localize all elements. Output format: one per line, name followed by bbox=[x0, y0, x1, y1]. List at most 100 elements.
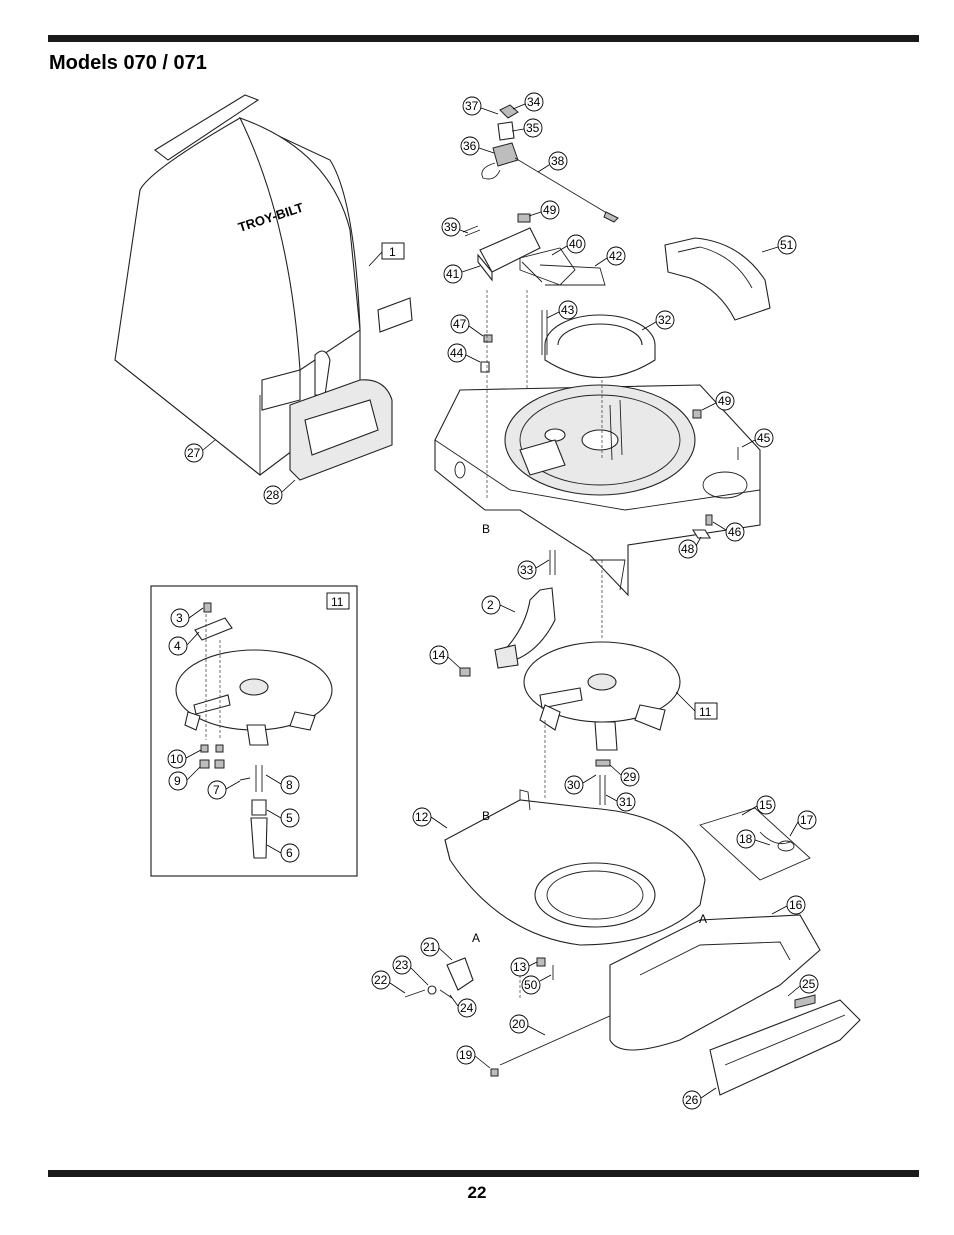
svg-text:8: 8 bbox=[286, 778, 293, 792]
callout-26: 26 bbox=[682, 1087, 717, 1110]
svg-text:32: 32 bbox=[658, 313, 672, 327]
svg-text:5: 5 bbox=[286, 811, 293, 825]
callout-48: 48 bbox=[678, 536, 702, 559]
svg-text:6: 6 bbox=[286, 846, 293, 860]
callout-41: 41 bbox=[443, 264, 481, 284]
callout-33: 33 bbox=[517, 559, 550, 580]
svg-text:37: 37 bbox=[465, 99, 479, 113]
callout-30: 30 bbox=[564, 774, 597, 795]
callout-32: 32 bbox=[641, 310, 675, 331]
svg-text:15: 15 bbox=[759, 798, 773, 812]
svg-text:11: 11 bbox=[331, 595, 344, 609]
callout-4: 4 bbox=[168, 631, 200, 656]
svg-text:18: 18 bbox=[739, 832, 753, 846]
page-number: 22 bbox=[467, 1183, 487, 1202]
callout-25: 25 bbox=[787, 974, 819, 997]
svg-text:46: 46 bbox=[728, 525, 742, 539]
callout-box-1: 1 bbox=[368, 242, 405, 267]
callout-3: 3 bbox=[170, 607, 204, 628]
callout-2: 2 bbox=[481, 595, 516, 615]
callout-22: 22 bbox=[371, 970, 406, 994]
main-housing bbox=[434, 384, 761, 597]
callout-27: 27 bbox=[184, 439, 216, 463]
callout-49-right: 49 bbox=[701, 391, 735, 411]
svg-text:44: 44 bbox=[450, 346, 464, 360]
svg-text:48: 48 bbox=[681, 542, 695, 556]
callout-5: 5 bbox=[266, 808, 300, 828]
svg-text:30: 30 bbox=[567, 778, 581, 792]
callout-46: 46 bbox=[712, 521, 745, 542]
bolt-hardware bbox=[480, 310, 739, 575]
callout-38: 38 bbox=[537, 151, 568, 173]
callout-34: 34 bbox=[512, 92, 544, 112]
callout-40: 40 bbox=[551, 234, 586, 256]
callout-44: 44 bbox=[447, 343, 481, 363]
callout-45: 45 bbox=[741, 428, 774, 448]
svg-text:42: 42 bbox=[609, 249, 623, 263]
discharge-spout bbox=[664, 237, 771, 321]
base-housing bbox=[444, 789, 706, 946]
callout-36: 36 bbox=[460, 136, 495, 156]
svg-text:13: 13 bbox=[513, 960, 527, 974]
callout-42: 42 bbox=[594, 246, 626, 267]
callout-35: 35 bbox=[511, 118, 543, 138]
svg-text:29: 29 bbox=[623, 770, 637, 784]
svg-text:26: 26 bbox=[685, 1093, 699, 1107]
callout-23: 23 bbox=[392, 955, 429, 986]
svg-text:3: 3 bbox=[176, 611, 183, 625]
impeller-inset bbox=[150, 585, 358, 877]
svg-text:43: 43 bbox=[561, 303, 575, 317]
callout-9: 9 bbox=[168, 766, 201, 791]
callout-50: 50 bbox=[521, 974, 552, 995]
bracket-assembly bbox=[462, 225, 606, 286]
svg-text:40: 40 bbox=[569, 237, 583, 251]
discharge-deflector bbox=[609, 914, 861, 1096]
callout-19: 19 bbox=[456, 1045, 491, 1069]
page-title: Models 070 / 071 bbox=[49, 52, 207, 74]
lower-hardware bbox=[404, 957, 613, 1077]
svg-text:14: 14 bbox=[432, 648, 446, 662]
svg-text:50: 50 bbox=[524, 978, 538, 992]
svg-text:11: 11 bbox=[699, 705, 712, 719]
callout-12: 12 bbox=[412, 807, 448, 829]
svg-text:27: 27 bbox=[187, 446, 201, 460]
callout-24: 24 bbox=[449, 994, 477, 1018]
ref-letter-a-left: A bbox=[472, 931, 480, 945]
spring-hardware bbox=[699, 807, 811, 881]
callout-15: 15 bbox=[741, 795, 776, 816]
svg-text:38: 38 bbox=[551, 154, 565, 168]
svg-text:24: 24 bbox=[460, 1001, 474, 1015]
svg-text:25: 25 bbox=[802, 977, 816, 991]
svg-text:22: 22 bbox=[374, 973, 388, 987]
callout-box-11-inset: 11 bbox=[326, 592, 350, 610]
upper-hardware bbox=[481, 104, 619, 223]
callout-18: 18 bbox=[736, 829, 771, 849]
callout-37: 37 bbox=[462, 96, 499, 116]
callout-6: 6 bbox=[266, 843, 300, 863]
svg-text:47: 47 bbox=[453, 317, 467, 331]
callout-39: 39 bbox=[441, 217, 469, 237]
svg-text:34: 34 bbox=[527, 95, 541, 109]
svg-text:35: 35 bbox=[526, 121, 540, 135]
ring-plate bbox=[544, 314, 656, 379]
impeller-main bbox=[523, 641, 681, 805]
bottom-rule bbox=[48, 1170, 919, 1177]
chute-tube bbox=[459, 587, 556, 677]
callout-21: 21 bbox=[420, 937, 453, 961]
callout-14: 14 bbox=[429, 645, 461, 669]
svg-text:10: 10 bbox=[170, 752, 184, 766]
callout-29: 29 bbox=[609, 764, 640, 787]
svg-text:20: 20 bbox=[512, 1017, 526, 1031]
svg-text:23: 23 bbox=[395, 958, 409, 972]
svg-text:12: 12 bbox=[415, 810, 429, 824]
svg-text:51: 51 bbox=[780, 238, 794, 252]
ref-letter-b-top: B bbox=[482, 522, 490, 536]
svg-text:31: 31 bbox=[619, 795, 633, 809]
svg-text:39: 39 bbox=[444, 220, 458, 234]
svg-text:41: 41 bbox=[446, 267, 460, 281]
callout-31: 31 bbox=[605, 792, 636, 812]
callout-47: 47 bbox=[450, 314, 484, 337]
svg-text:1: 1 bbox=[389, 245, 396, 259]
ref-letter-a-right: A bbox=[699, 912, 707, 926]
